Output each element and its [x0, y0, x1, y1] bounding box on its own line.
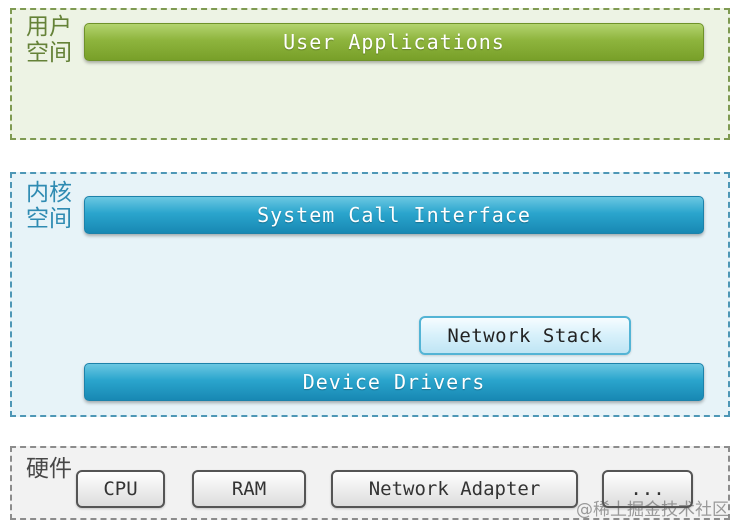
- network-adapter-block: Network Adapter: [331, 470, 578, 508]
- kernel-space-label: 内核 空间: [26, 180, 72, 233]
- system-call-interface-block: System Call Interface: [84, 196, 704, 234]
- user-applications-block: User Applications: [84, 23, 704, 61]
- ram-block: RAM: [192, 470, 306, 508]
- network-stack-block: Network Stack: [419, 316, 631, 355]
- more-hardware-block: ...: [602, 470, 693, 508]
- user-space-label: 用户 空间: [26, 14, 72, 67]
- cpu-block: CPU: [76, 470, 165, 508]
- device-drivers-block: Device Drivers: [84, 363, 704, 401]
- hardware-label: 硬件: [26, 456, 72, 482]
- source-watermark: @稀土掘金技术社区: [576, 500, 729, 520]
